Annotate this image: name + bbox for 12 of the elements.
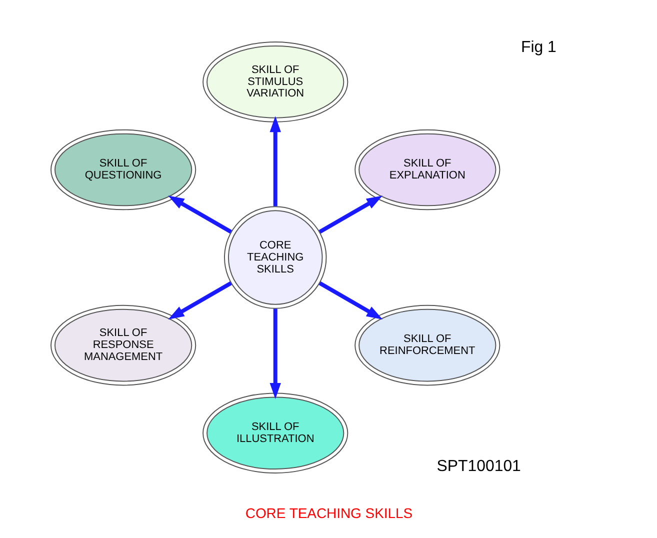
label: SPT100101	[436, 458, 520, 475]
arrow	[318, 281, 382, 320]
node-circle: CORE TEACHING SKILLS	[223, 206, 326, 309]
arrow	[168, 196, 232, 234]
label: Fig 1	[520, 38, 556, 56]
arrow	[269, 116, 280, 206]
node-ellipse: SKILL OF ILLUSTRATION	[202, 392, 348, 474]
caption: CORE TEACHING SKILLS	[244, 505, 412, 522]
arrow	[318, 196, 382, 234]
arrow	[168, 281, 232, 320]
arrow	[269, 308, 280, 399]
node-ellipse: SKILL OF STIMULUS VARIATION	[202, 42, 348, 122]
